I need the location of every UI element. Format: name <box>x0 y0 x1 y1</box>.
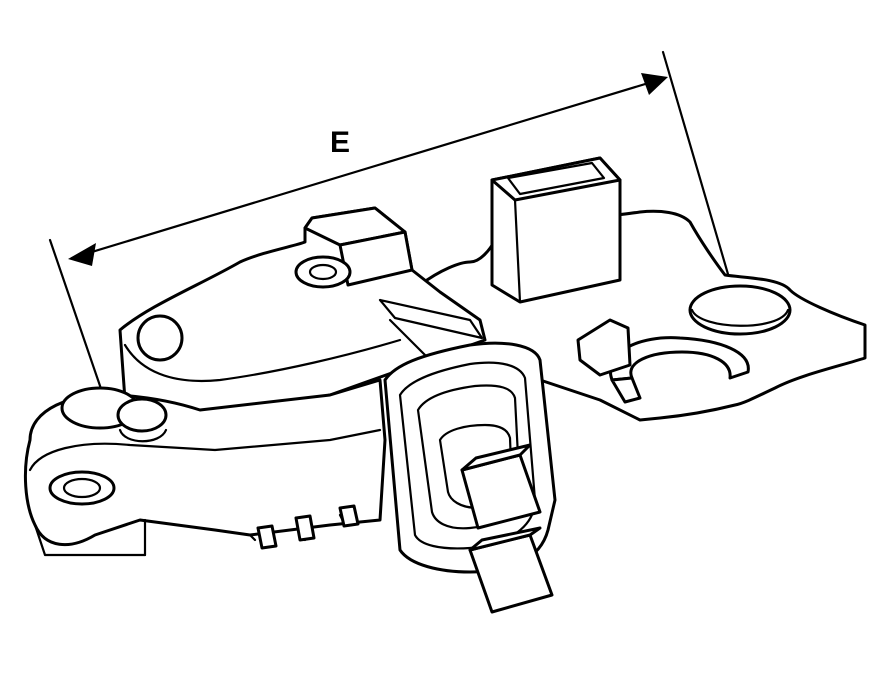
extension-line-left <box>48 238 112 417</box>
dimension-line <box>70 76 667 260</box>
c-clip <box>576 318 750 404</box>
left-mounting-arm <box>23 378 387 557</box>
terminal-socket <box>490 156 622 304</box>
dimension-label: E <box>330 126 351 159</box>
regulator-body <box>118 206 487 430</box>
pivot-cap <box>116 397 168 433</box>
connector-pins <box>256 504 360 550</box>
arrowhead-left <box>68 243 96 266</box>
body-screw-hole <box>294 255 352 289</box>
brushes <box>460 443 554 614</box>
arrowhead-right <box>641 73 668 95</box>
mount-hole-left <box>48 470 116 506</box>
body-boss <box>136 314 184 362</box>
